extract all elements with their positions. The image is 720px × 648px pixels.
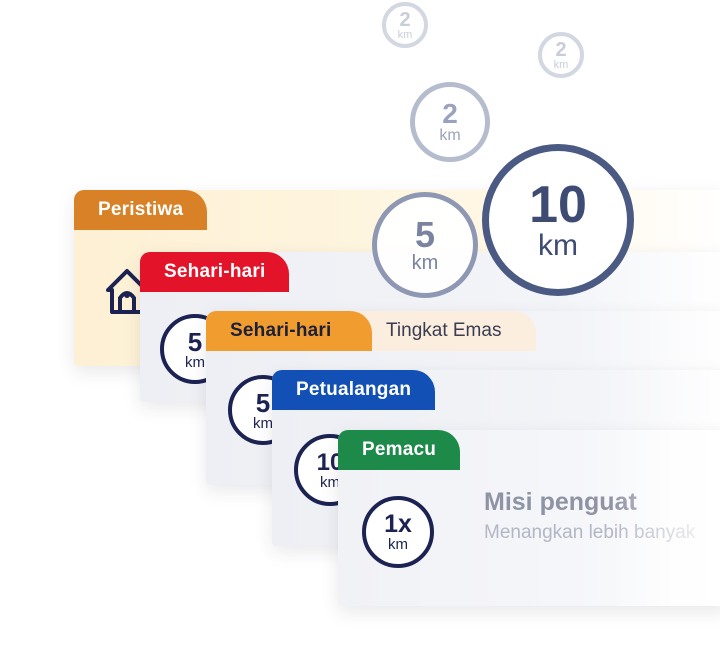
badge-unit: km xyxy=(185,353,205,371)
badge-number: 1x xyxy=(384,510,412,538)
badge-number: 5 xyxy=(255,387,271,418)
medal-2km-faint-top: 2 km xyxy=(382,2,428,48)
card-tag-daily: Sehari-hari xyxy=(140,252,290,292)
medal-2km-faint-right: 2 km xyxy=(538,32,584,78)
card-tag-event: Peristiwa xyxy=(74,190,208,230)
card-tag-daily-gold: Sehari-hari xyxy=(206,311,372,351)
badge-number: 5 xyxy=(187,326,203,357)
tier-tag-label: Tingkat Emas xyxy=(386,320,502,341)
fade-overlay xyxy=(610,430,720,606)
card-tag-booster: Pemacu xyxy=(338,430,461,470)
badge-unit: km xyxy=(388,536,408,553)
medal-2km: 2 km xyxy=(410,82,490,162)
medal-10km: 10 km xyxy=(482,144,634,296)
card-tag-adventure: Petualangan xyxy=(272,370,436,410)
medal-5km: 5 km xyxy=(372,192,478,298)
badge-unit: km xyxy=(253,414,273,432)
booster-card[interactable]: Pemacu 1x km Misi penguat Menangkan lebi… xyxy=(338,430,720,606)
distance-badge: 1x km xyxy=(362,496,434,568)
badge-unit: km xyxy=(320,473,340,491)
